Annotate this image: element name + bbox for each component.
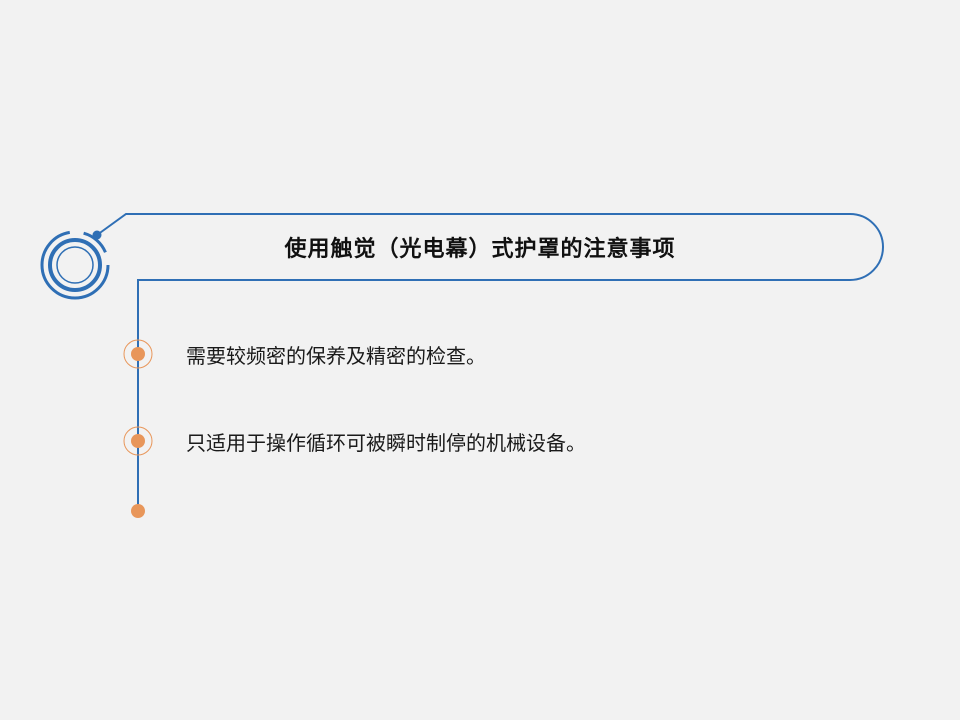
bullet-dot-icon — [123, 426, 153, 456]
bullet-text: 只适用于操作循环可被瞬时制停的机械设备。 — [186, 431, 586, 455]
bullet-text: 需要较频密的保养及精密的检查。 — [186, 344, 486, 368]
concentric-ring-icon — [40, 230, 110, 300]
title-frame — [96, 213, 884, 510]
slide-title: 使用触觉（光电幕）式护罩的注意事项 — [284, 237, 676, 262]
end-dot-icon — [131, 504, 145, 518]
bullet-dot-icon — [123, 339, 153, 369]
